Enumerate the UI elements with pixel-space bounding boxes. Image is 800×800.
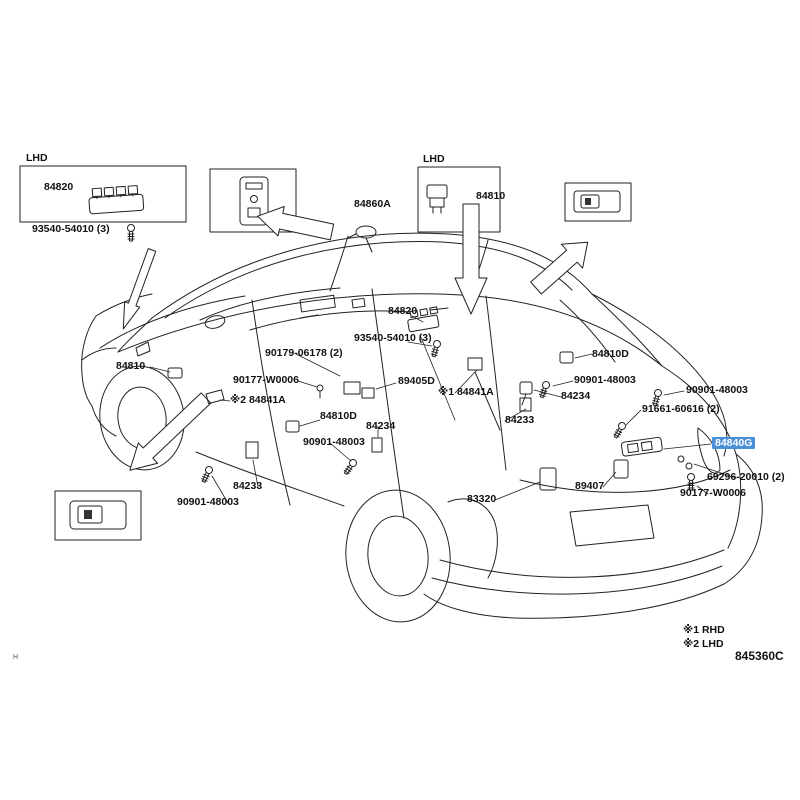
part-label-84810-left[interactable]: 84810 [116,360,146,372]
part-label-90901-right2[interactable]: 90901-48003 [686,384,748,396]
lhd-tag-mid: LHD [423,153,445,165]
part-label-84234-right[interactable]: 84234 [561,390,591,402]
car-line-art [81,232,763,623]
part-label-84233-left[interactable]: 84233 [233,480,263,492]
callout-box-84810 [417,166,501,233]
part-label-90901-right1[interactable]: 90901-48003 [574,374,636,386]
lhd-tag-left: LHD [26,152,48,164]
callout-box-card-switch [209,168,297,233]
part-label-84841A-rhd[interactable]: ※1 84841A [438,386,494,398]
part-label-90177-left[interactable]: 90177-W0006 [233,374,299,386]
part-label-90177-right[interactable]: 90177-W0006 [680,487,746,499]
part-label-84810-box[interactable]: 84810 [476,190,506,202]
leader-lines [149,237,737,504]
part-label-83320[interactable]: 83320 [467,493,497,505]
legend-lhd: ※2 LHD [683,638,724,650]
part-label-84820-mid[interactable]: 84820 [388,305,418,317]
part-label-90179[interactable]: 90179-06178 (2) [265,347,343,359]
part-label-90901-mid[interactable]: 90901-48003 [303,436,365,448]
part-label-84810D-right[interactable]: 84810D [592,348,629,360]
part-label-93540-box[interactable]: 93540-54010 (3) [32,223,110,235]
diagram-code: 845360C [735,649,784,663]
part-icons [167,225,695,491]
part-label-84820-box[interactable]: 84820 [44,181,74,193]
part-label-89405D[interactable]: 89405D [398,375,435,387]
part-label-91661[interactable]: 91661-60616 (2) [642,403,720,415]
part-label-90901-left[interactable]: 90901-48003 [177,496,239,508]
callout-box-trunk-switch-right [564,182,632,222]
part-label-84841A-lhd[interactable]: ※2 84841A [230,394,286,406]
direction-arrows [122,203,589,471]
corner-mark: H [13,654,19,661]
part-label-84233-right[interactable]: 84233 [505,414,535,426]
callout-box-trunk-switch-left [54,490,142,541]
part-label-69296[interactable]: 69296-20010 (2) [707,471,785,483]
part-label-84810D-mid[interactable]: 84810D [320,410,357,422]
part-label-89407[interactable]: 89407 [575,480,605,492]
part-label-84860A[interactable]: 84860A [354,198,391,210]
part-label-84234-mid[interactable]: 84234 [366,420,396,432]
legend-rhd: ※1 RHD [683,624,725,636]
part-label-84840G-highlighted[interactable]: 84840G [712,437,756,449]
callout-box-master-switch [19,165,187,242]
part-label-93540-mid[interactable]: 93540-54010 (3) [354,332,432,344]
